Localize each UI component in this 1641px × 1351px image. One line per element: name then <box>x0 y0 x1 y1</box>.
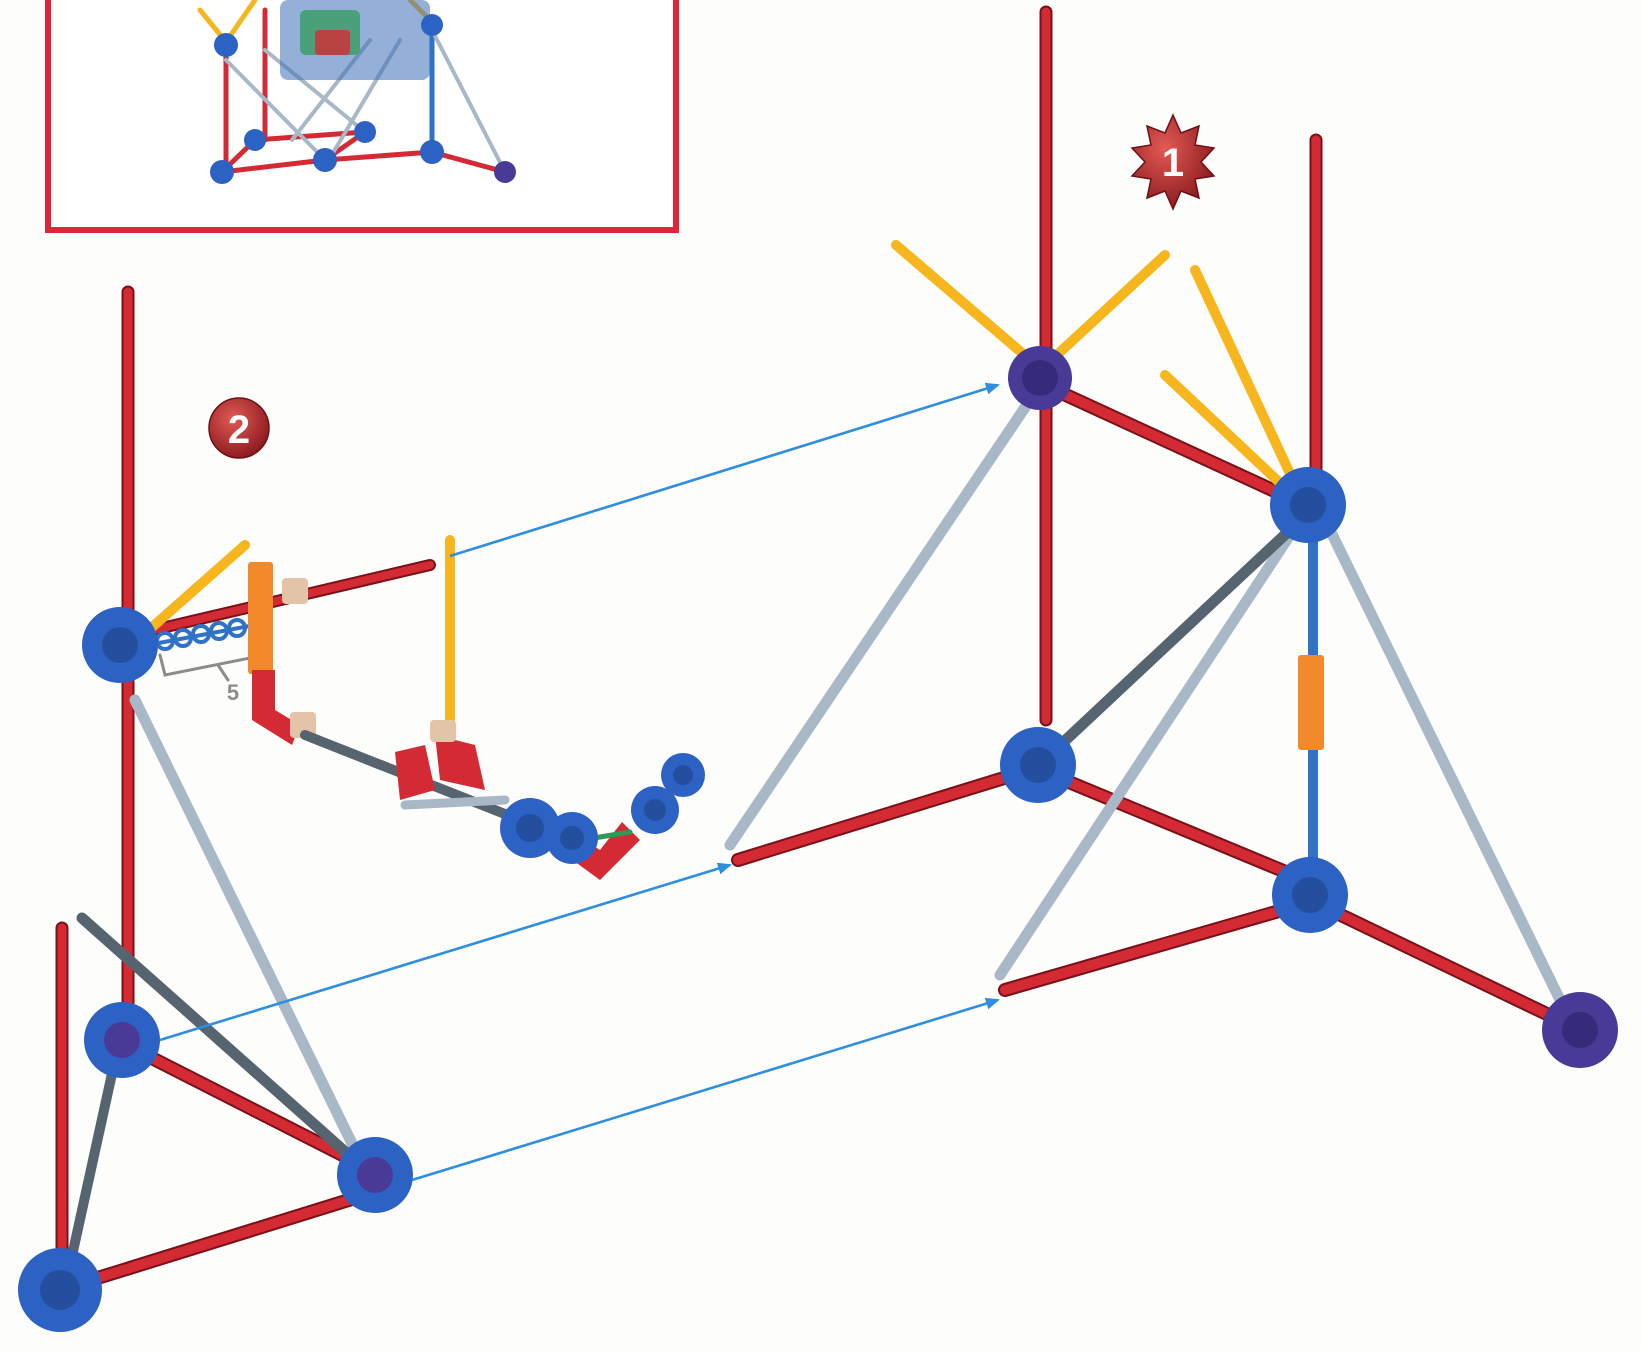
connector-blue <box>82 607 158 683</box>
step-2-badge: 2 <box>208 397 270 459</box>
starburst-icon <box>1130 113 1216 211</box>
reference-inset <box>45 0 679 233</box>
orange-bracket <box>248 562 273 674</box>
orange-clip <box>1298 655 1324 750</box>
inset-model-thumbnail <box>197 0 516 184</box>
part-count-label: 5 <box>227 680 239 705</box>
arrow-middle <box>159 862 732 1042</box>
step-1-badge: 1 <box>1130 113 1216 211</box>
connector-blue <box>546 812 598 864</box>
connector-blue <box>631 786 679 834</box>
connector-blue <box>337 1137 413 1213</box>
arrow-top <box>449 382 1000 558</box>
connector-blue <box>500 798 560 858</box>
connector-blue <box>84 1002 160 1078</box>
step-2-number: 2 <box>228 408 250 452</box>
connector-purple <box>1542 992 1618 1068</box>
arrow-bottom <box>411 997 1000 1182</box>
connector-blue <box>1000 727 1076 803</box>
step-1-number: 1 <box>1162 141 1184 185</box>
connector-blue <box>661 753 705 797</box>
connector-blue <box>18 1248 102 1332</box>
connector-purple <box>1008 346 1072 410</box>
badge-circle-icon <box>208 397 270 459</box>
tan-clip <box>282 578 308 604</box>
step-2-structure: 5 <box>18 285 705 1332</box>
spring-coil <box>146 618 257 651</box>
connection-arrows <box>159 382 1000 1182</box>
tan-clip <box>430 720 456 742</box>
connector-blue <box>1272 857 1348 933</box>
connector-blue <box>1270 467 1346 543</box>
step-1-structure <box>724 5 1618 1068</box>
